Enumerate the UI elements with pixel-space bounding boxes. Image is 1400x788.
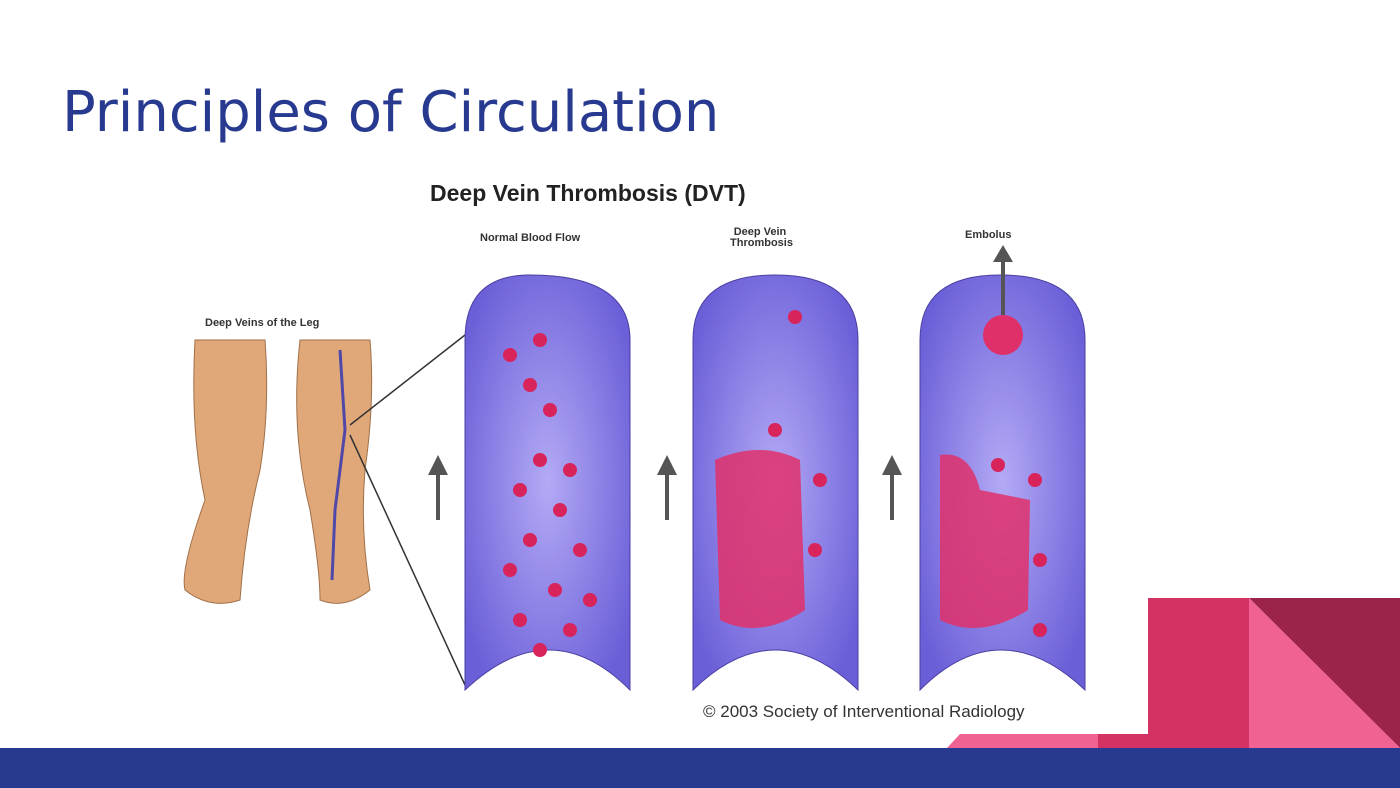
panel-label-embolus: Embolus xyxy=(965,229,1012,241)
blood-cells xyxy=(503,310,1047,657)
illustration-graphics xyxy=(183,245,1086,692)
panel-label-dvt: Deep Vein Thrombosis xyxy=(730,226,793,249)
legs-image xyxy=(183,334,466,686)
panel-label-normal: Normal Blood Flow xyxy=(480,232,581,244)
vein-panel-normal xyxy=(464,274,631,692)
copyright-credit: © 2003 Society of Interventional Radiolo… xyxy=(703,702,1025,721)
footer-bar xyxy=(0,748,1400,788)
leg-label: Deep Veins of the Leg xyxy=(205,317,320,329)
vein-panel-embolus xyxy=(919,245,1086,692)
dvt-illustration: Deep Vein Thrombosis (DVT) Deep Veins of… xyxy=(160,170,1148,735)
figure-title: Deep Vein Thrombosis (DVT) xyxy=(430,180,746,206)
flow-arrows xyxy=(428,455,902,520)
vein-panel-dvt xyxy=(692,274,859,692)
slide-title: Principles of Circulation xyxy=(62,80,720,145)
